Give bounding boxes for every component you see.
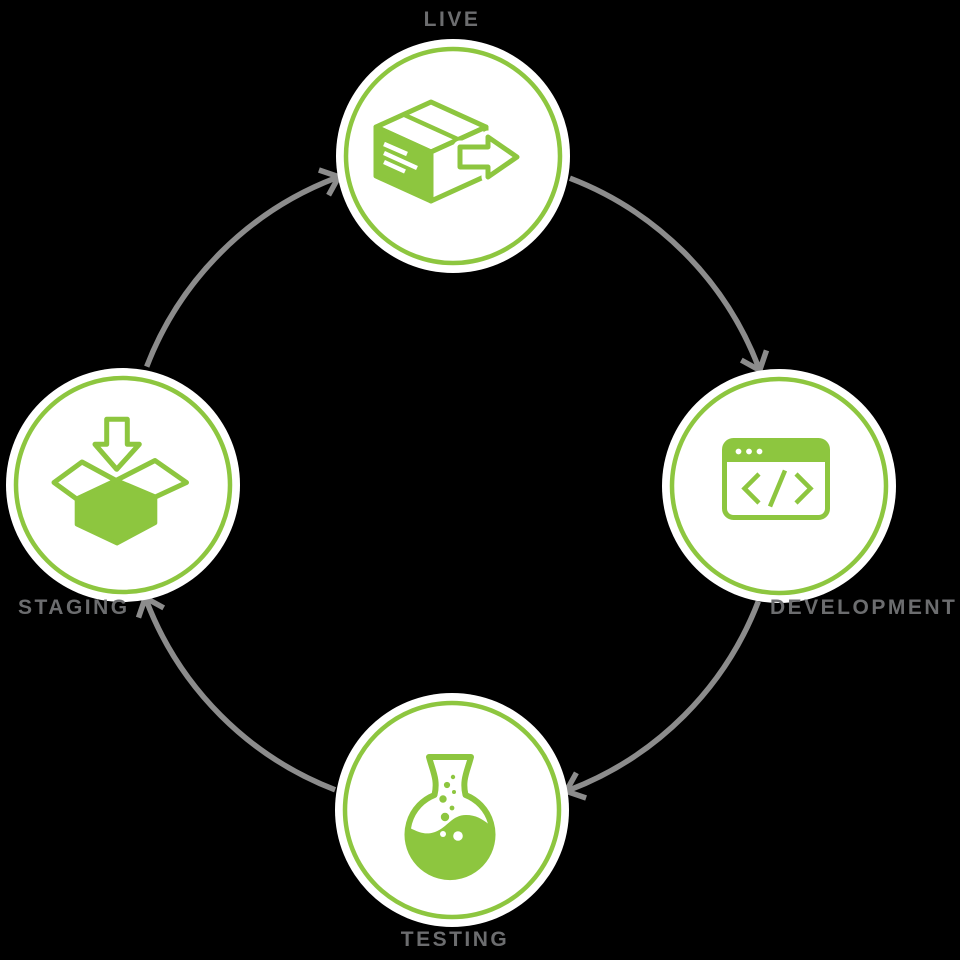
box-label-lines	[383, 141, 418, 174]
flask-icon	[404, 754, 496, 881]
flask-liquid	[408, 815, 491, 879]
arc-live-to-development	[568, 175, 761, 368]
arc-staging-to-live	[144, 175, 337, 368]
testing-label: TESTING	[400, 928, 510, 951]
staging-node-ring	[13, 375, 233, 595]
live-label: LIVE	[423, 8, 481, 31]
box-body	[74, 478, 158, 546]
browser-title-bar-bottom	[724, 451, 828, 462]
code-glyph	[741, 469, 814, 508]
flask-bubbles	[439, 774, 456, 822]
arc-development-to-testing	[568, 600, 761, 793]
node-live	[336, 39, 570, 273]
box-receive-icon	[51, 413, 189, 546]
code-window-icon	[722, 438, 830, 520]
browser-dots	[735, 448, 763, 455]
receive-arrow	[92, 416, 142, 472]
arc-testing-to-staging	[144, 600, 337, 793]
node-testing	[335, 693, 569, 927]
package-export-icon	[373, 99, 524, 204]
development-node-ring	[669, 376, 889, 596]
staging-label: STAGING	[18, 596, 130, 619]
development-label: DEVELOPMENT	[770, 596, 958, 619]
export-arrow	[457, 134, 520, 180]
testing-node-ring	[342, 700, 562, 920]
node-development	[662, 369, 896, 603]
live-node-ring	[343, 46, 563, 266]
node-staging	[6, 368, 240, 602]
cycle-arrows	[135, 167, 770, 801]
browser-window-frame	[722, 438, 830, 520]
arrowhead-to-development-icon	[739, 349, 770, 375]
box-lid-seam	[402, 112, 460, 142]
flask-liquid-bubbles	[440, 831, 463, 841]
